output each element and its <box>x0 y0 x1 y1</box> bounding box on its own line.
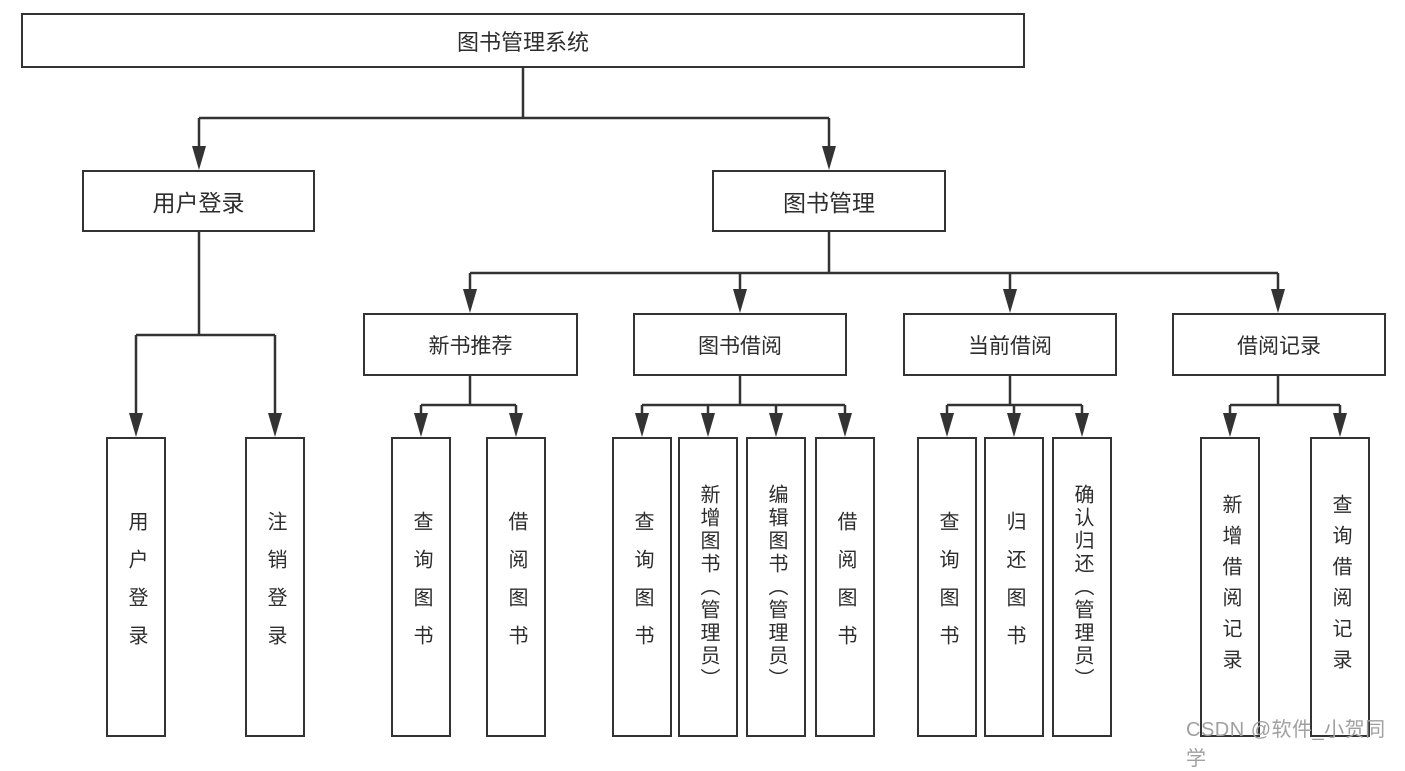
node-user-login-label: 用户登录 <box>152 190 245 216</box>
org-chart-canvas: 图书管理系统 用户登录 图书管理 新书推荐 图书借阅 当前借阅 借阅记录 用户登… <box>21 13 1386 770</box>
leaf-query-book-3: 查询图书 <box>917 437 977 737</box>
leaf-borrow-book-2-label: 借阅图书 <box>834 511 856 663</box>
node-borrow-record: 借阅记录 <box>1172 313 1386 376</box>
node-user-login: 用户登录 <box>82 170 315 232</box>
node-borrow-record-label: 借阅记录 <box>1237 334 1321 358</box>
leaf-return-book-label: 归还图书 <box>1003 511 1025 663</box>
connector-lines <box>129 68 1347 437</box>
leaf-confirm-return-admin-label: 确认归还（管理员） <box>1071 483 1093 691</box>
leaf-query-borrow-record-label: 查询借阅记录 <box>1329 494 1351 680</box>
leaf-query-book-3-label: 查询图书 <box>936 511 958 663</box>
leaf-query-book-1: 查询图书 <box>391 437 451 737</box>
node-root: 图书管理系统 <box>21 13 1025 68</box>
leaf-logout-label: 注销登录 <box>264 511 286 663</box>
leaf-add-borrow-record-label: 新增借阅记录 <box>1219 494 1241 680</box>
leaf-add-borrow-record: 新增借阅记录 <box>1200 437 1260 737</box>
node-current-borrow: 当前借阅 <box>903 313 1117 376</box>
leaf-query-book-2: 查询图书 <box>612 437 672 737</box>
node-root-label: 图书管理系统 <box>456 29 589 55</box>
leaf-borrow-book-1-label: 借阅图书 <box>505 511 527 663</box>
node-current-borrow-label: 当前借阅 <box>968 334 1052 358</box>
node-book-borrow-label: 图书借阅 <box>698 334 782 358</box>
leaf-user-login-label: 用户登录 <box>125 511 147 663</box>
leaf-query-book-1-label: 查询图书 <box>410 511 432 663</box>
leaf-return-book: 归还图书 <box>984 437 1044 737</box>
leaf-query-book-2-label: 查询图书 <box>631 511 653 663</box>
node-new-book-recommend: 新书推荐 <box>363 313 578 376</box>
node-new-book-recommend-label: 新书推荐 <box>428 334 513 358</box>
node-book-borrow: 图书借阅 <box>633 313 847 376</box>
leaf-query-borrow-record: 查询借阅记录 <box>1310 437 1370 737</box>
arrowheads <box>129 146 1347 437</box>
node-book-management: 图书管理 <box>712 170 946 232</box>
leaf-logout: 注销登录 <box>245 437 305 737</box>
node-book-management-label: 图书管理 <box>783 190 875 216</box>
leaf-user-login: 用户登录 <box>106 437 166 737</box>
leaf-add-book-admin-label: 新增图书（管理员） <box>697 483 719 691</box>
leaf-borrow-book-2: 借阅图书 <box>815 437 875 737</box>
csdn-watermark: CSDN @软件_小贺同学 <box>1186 719 1386 770</box>
leaf-borrow-book-1: 借阅图书 <box>486 437 546 737</box>
leaf-edit-book-admin-label: 编辑图书（管理员） <box>765 483 787 691</box>
leaf-confirm-return-admin: 确认归还（管理员） <box>1052 437 1112 737</box>
leaf-edit-book-admin: 编辑图书（管理员） <box>746 437 806 737</box>
leaf-add-book-admin: 新增图书（管理员） <box>678 437 738 737</box>
